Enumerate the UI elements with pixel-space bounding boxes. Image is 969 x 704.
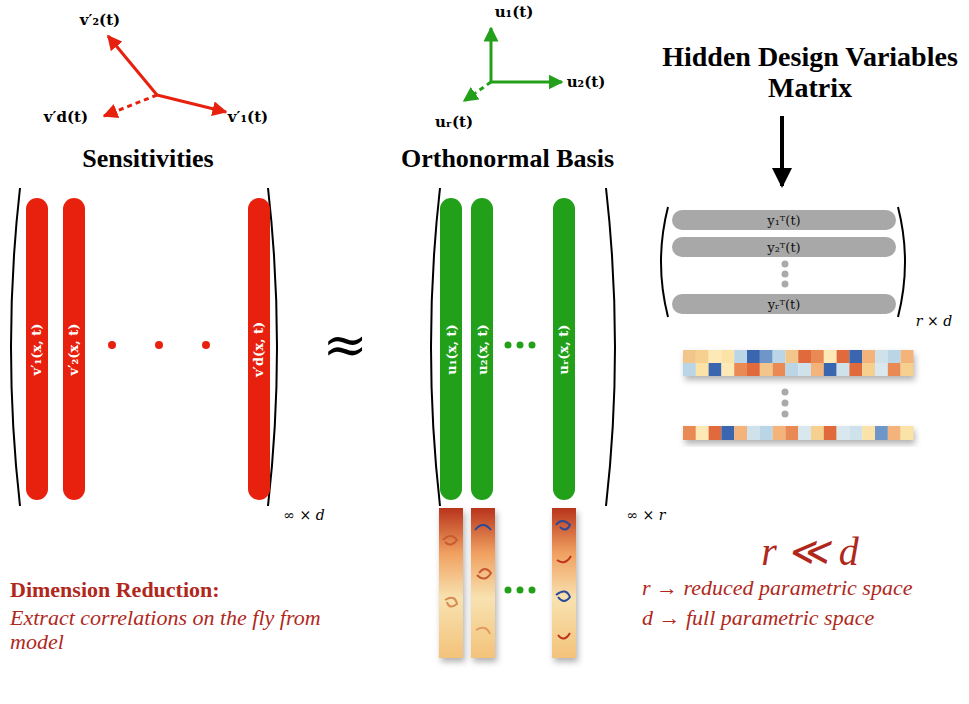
vector-label: u₁(t) [495,4,534,21]
matrix-heading: Orthonormal Basis [385,145,630,174]
vector-label: uᵣ(t) [435,114,473,131]
hidden-variable-row: y₂ᵀ(t) [672,237,896,257]
vector-label: y₂ᵀ(t) [767,240,800,255]
vector-label: v′₁(t) [228,109,268,126]
hidden-variable-row: y₁ᵀ(t) [672,210,896,230]
note-text: d → full parametric space [642,606,874,630]
note-text: r → reduced parametric space [642,576,912,600]
vector-label: u₂(x, t) [475,324,490,374]
basis-column: u₂(x, t) [471,198,493,500]
note-text: Extract correlations on the fly from mod… [10,606,330,654]
note-heading: Dimension Reduction: [10,578,220,602]
matrix-heading: Sensitivities [8,145,288,174]
hidden-variable-row: yᵣᵀ(t) [672,294,896,314]
vector-label: yᵣᵀ(t) [768,297,801,312]
dimension-label: r × d [916,314,952,329]
vector-label: v′₁(x, t) [30,323,45,375]
dimension-label: ∞ × r [627,508,666,523]
vector-label: v′₂(x, t) [67,323,82,375]
basis-column: uᵣ(x, t) [553,198,575,500]
matrix-heading: Hidden Design Variables Matrix [660,42,960,104]
vector-label: v′d(t) [44,109,88,126]
vector-label: v′d(x, t) [252,321,267,376]
sensitivity-vectors [104,36,226,116]
fluid-eddies [443,521,571,639]
pointer-arrow [780,116,784,186]
vector-label: y₁ᵀ(t) [767,213,800,228]
sensitivity-column: v′₁(x, t) [26,198,48,500]
dimension-label: ∞ × d [283,508,324,523]
vector-label: uᵣ(x, t) [557,324,572,374]
sensitivity-matrix: Sensitivities v′₁(x, t) v′₂(x, t) v′d(x, t) [8,145,288,510]
matrix-bracket [11,188,905,506]
sensitivity-column: v′₂(x, t) [63,198,85,500]
hidden-variables-matrix: Hidden Design Variables Matrix y₁ᵀ(t) y₂ᵀ(… [660,42,960,317]
basis-column: u₁(x, t) [440,198,462,500]
basis-vectors [464,28,562,101]
basis-matrix: Orthonormal Basis u₁(x, t) u₂(x, t) uᵣ(x, t… [385,145,630,510]
vector-label: u₂(t) [567,74,606,91]
heatmap-rows [683,350,914,440]
sensitivity-column: v′d(x, t) [248,198,270,500]
relation-label: r ≪ d [761,530,859,574]
vector-label: u₁(x, t) [444,324,459,374]
fluid-snapshots [439,508,576,658]
vector-label: v′₂(t) [80,12,120,29]
approx-sign: ≈ [322,315,367,374]
